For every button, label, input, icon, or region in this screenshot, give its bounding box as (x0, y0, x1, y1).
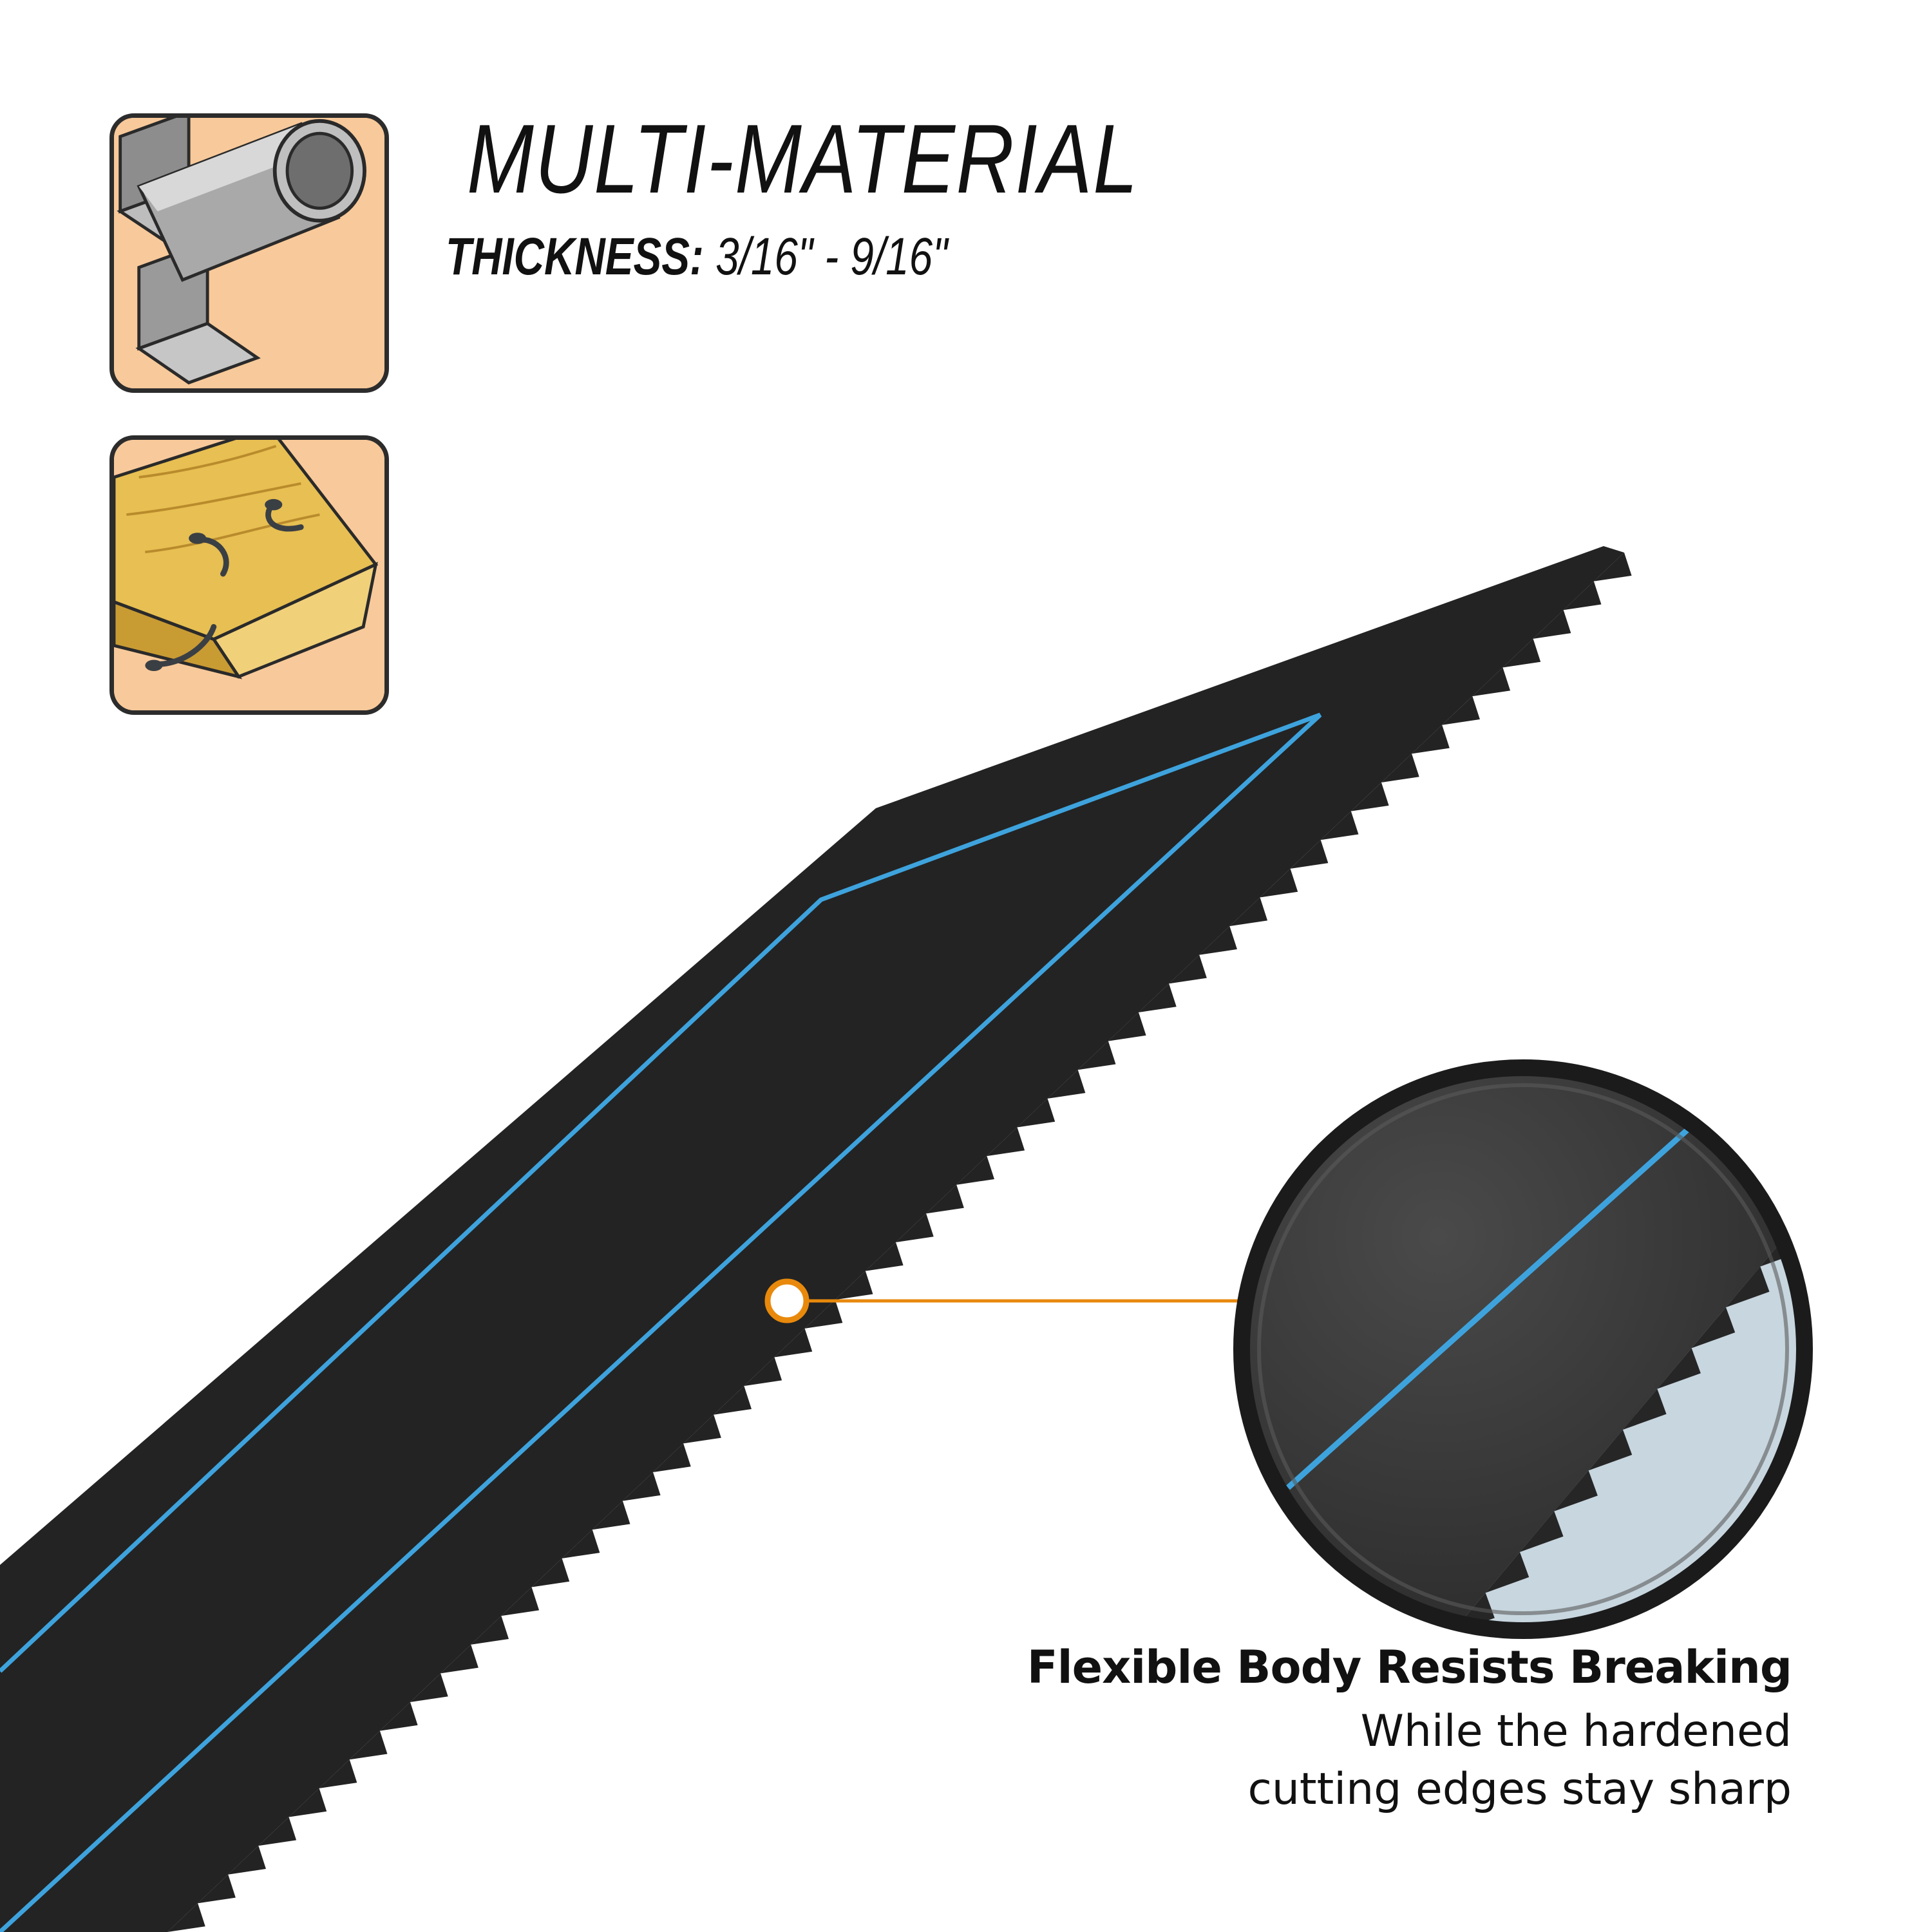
blade-tooth (714, 1386, 752, 1415)
blade-tooth (1502, 638, 1541, 668)
blade-tooth (1108, 1012, 1146, 1041)
callout-anchor-dot (764, 1278, 810, 1323)
blade-tooth (1563, 581, 1602, 611)
blade-tooth (198, 1874, 236, 1904)
blade-tooth (1169, 954, 1207, 984)
blade-tooth (410, 1673, 448, 1702)
blade-tooth (835, 1271, 873, 1300)
blade-tooth (1485, 1552, 1530, 1593)
wood-material-tile (109, 435, 389, 715)
blade-tooth (956, 1156, 994, 1185)
blade-tooth (1554, 1470, 1598, 1511)
blade-tooth (1412, 724, 1450, 754)
wood-with-nails-icon (114, 440, 384, 710)
thickness-spec: THICKNESS: 3/16" - 9/16" (446, 227, 947, 287)
blade-tooth (1623, 1388, 1667, 1430)
product-title: MULTI-MATERIAL (467, 104, 1139, 214)
blade-tooth (1726, 1266, 1770, 1307)
blade-tooth (1077, 1041, 1116, 1070)
blade-tooth (258, 1817, 297, 1846)
saw-blade-body (0, 546, 1624, 1932)
thickness-label: THICKNESS: (446, 227, 704, 286)
blade-tooth (1593, 553, 1632, 582)
blade-tooth (167, 1903, 205, 1932)
blade-tooth (228, 1846, 266, 1875)
blade-tooth (471, 1616, 509, 1645)
blade-tooth (1794, 1185, 1804, 1226)
blade-tooth (896, 1213, 934, 1242)
blade-tooth (592, 1501, 630, 1530)
feature-caption: Flexible Body Resists Breaking While the… (1027, 1641, 1792, 1819)
feature-description-line-1: While the hardened (1360, 1706, 1792, 1757)
blade-tooth (744, 1357, 782, 1387)
blade-tooth (531, 1558, 570, 1587)
blade-tooth (1691, 1307, 1736, 1349)
blade-tooth (1588, 1430, 1633, 1471)
blade-tooth (1350, 782, 1389, 811)
feature-description-line-2: cutting edges stay sharp (1247, 1764, 1792, 1815)
blade-tooth (1442, 696, 1480, 725)
blade-tooth (1657, 1348, 1701, 1389)
blade-tooth (1320, 811, 1359, 840)
blade-tooth (379, 1702, 418, 1731)
blade-tooth (683, 1414, 721, 1444)
blade-tooth (1047, 1070, 1086, 1099)
blade-tooth (1260, 868, 1298, 898)
feature-headline: Flexible Body Resists Breaking (1027, 1641, 1792, 1694)
metal-pipe-beam-icon (114, 118, 384, 388)
blade-tooth (1533, 610, 1571, 639)
blade-tooth (1381, 753, 1419, 782)
blade-tooth (440, 1644, 478, 1674)
blade-tooth (501, 1587, 540, 1616)
magnifier-lens (1233, 1059, 1813, 1639)
blade-tooth (653, 1443, 691, 1472)
blade-tooth (562, 1530, 600, 1558)
thickness-value: 3/16" - 9/16" (715, 227, 948, 286)
blade-teeth (167, 553, 1632, 1932)
blade-tooth (1472, 667, 1511, 697)
blade-tooth (1520, 1511, 1564, 1552)
blade-tooth (319, 1759, 357, 1788)
blade-tooth (1229, 897, 1268, 927)
blade-tooth (926, 1184, 964, 1214)
blade-tooth (1290, 840, 1329, 869)
blade-tooth (289, 1788, 327, 1817)
metal-material-tile (109, 113, 389, 393)
blade-tooth (1199, 926, 1237, 955)
blade-edge-line (0, 712, 1322, 1932)
blade-tooth (349, 1730, 388, 1760)
blade-tooth (987, 1127, 1025, 1157)
blade-tooth (1139, 983, 1177, 1012)
blade-tooth (622, 1472, 661, 1501)
blade-tooth (1017, 1098, 1056, 1128)
blade-tooth (804, 1300, 843, 1329)
blade-tooth (865, 1242, 904, 1271)
blade-tooth (774, 1328, 813, 1358)
